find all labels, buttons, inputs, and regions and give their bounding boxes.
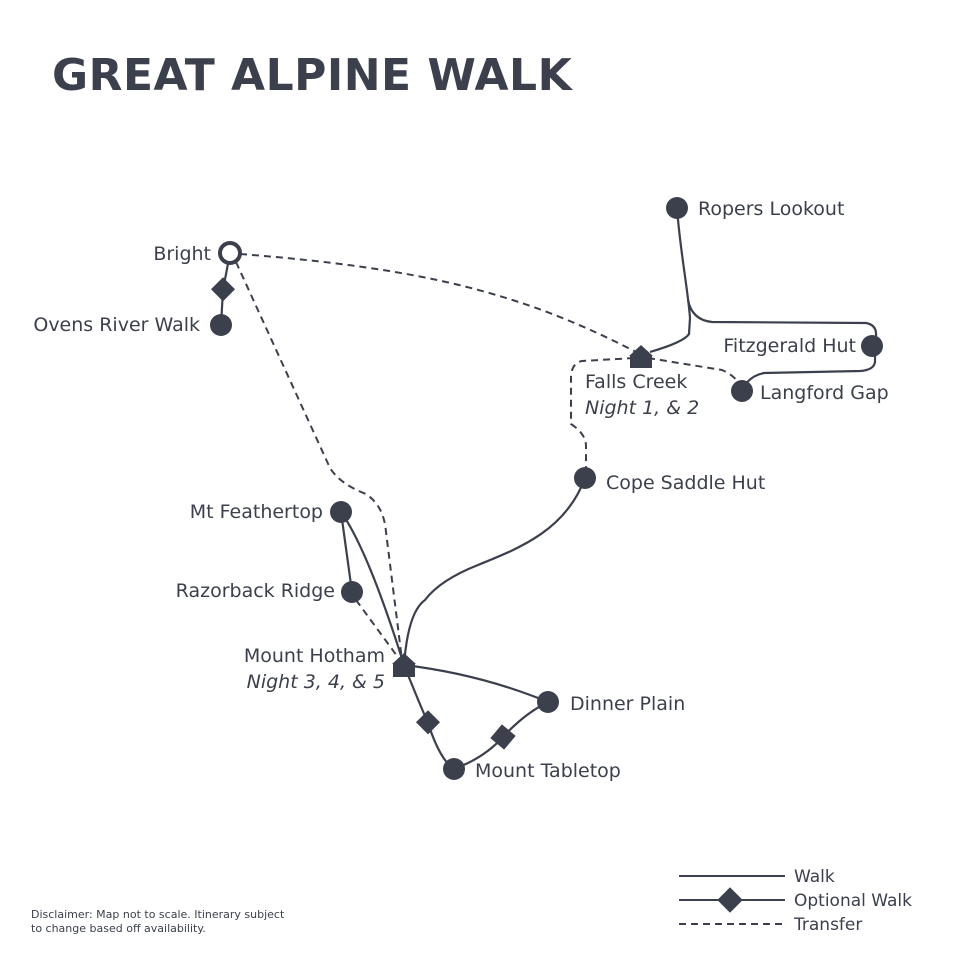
- label-langford-gap: Langford Gap: [760, 382, 889, 404]
- walk-cope-hotham: [402, 477, 587, 666]
- label-ovens-river-walk: Ovens River Walk: [33, 314, 200, 336]
- walk-feathertop-razorback: [339, 511, 354, 593]
- cope-saddle-hut-marker-icon[interactable]: [574, 467, 596, 489]
- legend-transfer-label: Transfer: [793, 915, 862, 935]
- ropers-lookout-marker-icon[interactable]: [666, 197, 688, 219]
- label-falls-creek-nights: Night 1, & 2: [585, 397, 699, 419]
- disclaimer-line-2: to change based off availability.: [31, 922, 206, 935]
- falls-creek-house-icon[interactable]: [629, 345, 653, 368]
- label-bright: Bright: [153, 243, 211, 265]
- transfer-bright-falls-creek: [239, 253, 637, 353]
- bright-marker-icon[interactable]: [218, 241, 242, 265]
- legend-diamond-icon: [717, 887, 743, 913]
- label-fitzgerald-hut: Fitzgerald Hut: [723, 335, 856, 357]
- label-mount-hotham: Mount Hotham: [244, 645, 385, 667]
- label-mount-tabletop: Mount Tabletop: [475, 760, 621, 782]
- razorback-ridge-marker-icon[interactable]: [341, 581, 363, 603]
- label-ropers-lookout: Ropers Lookout: [698, 198, 844, 220]
- legend-optional-walk-label: Optional Walk: [794, 891, 912, 911]
- mount-hotham-house-icon[interactable]: [392, 653, 416, 677]
- label-dinner-plain: Dinner Plain: [570, 693, 685, 715]
- walk-ropers-falls-creek: [649, 207, 692, 354]
- label-falls-creek: Falls Creek: [585, 371, 687, 393]
- walk-hotham-dinner-plain: [403, 663, 549, 704]
- transfer-razorback-hotham: [355, 599, 401, 661]
- transfer-bright-hotham: [235, 261, 403, 661]
- disclaimer: Disclaimer: Map not to scale. Itinerary …: [31, 908, 321, 936]
- map-title: GREAT ALPINE WALK: [52, 50, 573, 101]
- legend: Walk Optional Walk Transfer: [679, 867, 912, 935]
- label-razorback-ridge: Razorback Ridge: [176, 580, 335, 602]
- transfer-falls-creek-cope: [570, 357, 635, 474]
- disclaimer-line-1: Disclaimer: Map not to scale. Itinerary …: [31, 908, 285, 921]
- mount-tabletop-marker-icon[interactable]: [443, 758, 465, 780]
- label-mt-feathertop: Mt Feathertop: [190, 501, 323, 523]
- ovens-river-walk-marker-icon[interactable]: [210, 314, 232, 336]
- mt-feathertop-marker-icon[interactable]: [330, 501, 352, 523]
- walk-feathertop-hotham: [340, 511, 406, 666]
- legend-walk-label: Walk: [794, 867, 835, 887]
- langford-gap-marker-icon[interactable]: [731, 380, 753, 402]
- label-cope-saddle-hut: Cope Saddle Hut: [606, 472, 765, 494]
- label-mount-hotham-nights: Night 3, 4, & 5: [247, 671, 385, 693]
- dinner-plain-marker-icon[interactable]: [537, 691, 559, 713]
- optional-walk-diamond-icon: [490, 724, 516, 750]
- fitzgerald-hut-marker-icon[interactable]: [861, 335, 883, 357]
- optional-walk-diamond-icon: [415, 710, 441, 735]
- walk-ropers-fitzgerald: [686, 299, 878, 345]
- optional-walk-diamond-icon: [210, 277, 236, 302]
